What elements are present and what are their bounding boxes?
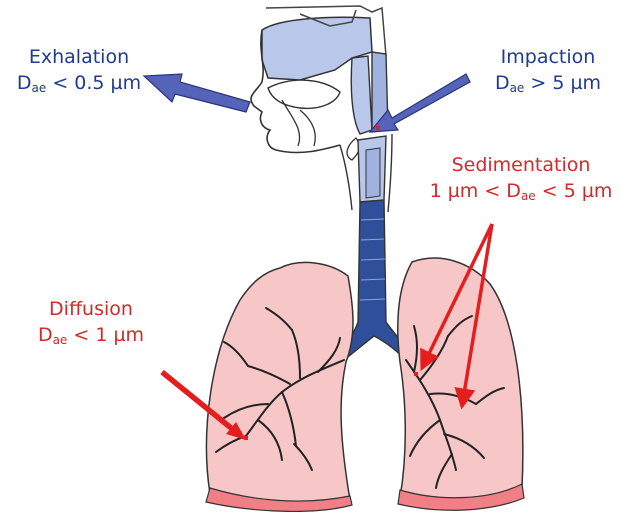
exhalation-title: Exhalation [28, 46, 130, 68]
impaction-condition: > 5 µm [530, 72, 602, 94]
diffusion-label: Diffusion Dae < 1 µm [26, 296, 156, 348]
exhalation-symbol: D [16, 72, 32, 94]
lung-right [397, 257, 525, 511]
diffusion-symbol: D [37, 324, 53, 346]
sedimentation-title: Sedimentation [451, 154, 591, 176]
diffusion-condition-line: Dae < 1 µm [26, 322, 156, 348]
impaction-subscript: ae [509, 81, 525, 95]
sedimentation-label: Sedimentation 1 µm < Dae < 5 µm [416, 152, 626, 204]
impaction-arrow-icon [368, 73, 471, 133]
diffusion-condition: < 1 µm [73, 324, 145, 346]
exhalation-label: Exhalation Dae < 0.5 µm [4, 44, 154, 96]
exhalation-condition-line: Dae < 0.5 µm [4, 70, 154, 96]
nasal-cavity [261, 16, 373, 81]
head-profile [250, 5, 393, 213]
sedimentation-prefix: 1 µm < D [429, 180, 521, 202]
impaction-label: Impaction Dae > 5 µm [478, 44, 618, 96]
impaction-title: Impaction [500, 46, 596, 68]
sedimentation-condition-line: 1 µm < Dae < 5 µm [416, 178, 626, 204]
exhalation-subscript: ae [31, 81, 47, 95]
sedimentation-subscript: ae [520, 189, 536, 203]
diffusion-subscript: ae [52, 333, 68, 347]
exhalation-condition: < 0.5 µm [52, 72, 142, 94]
face-outline [250, 29, 341, 154]
bronchial-tree [215, 307, 505, 489]
impaction-symbol: D [494, 72, 510, 94]
sedimentation-condition: < 5 µm [541, 180, 613, 202]
exhalation-arrow-icon [142, 73, 251, 113]
pharynx [350, 55, 373, 135]
diffusion-arrow-icon [160, 369, 246, 440]
sedimentation-arrows-icon [420, 223, 494, 410]
impaction-condition-line: Dae > 5 µm [478, 70, 618, 96]
lung-left [205, 261, 354, 513]
diffusion-title: Diffusion [49, 298, 133, 320]
